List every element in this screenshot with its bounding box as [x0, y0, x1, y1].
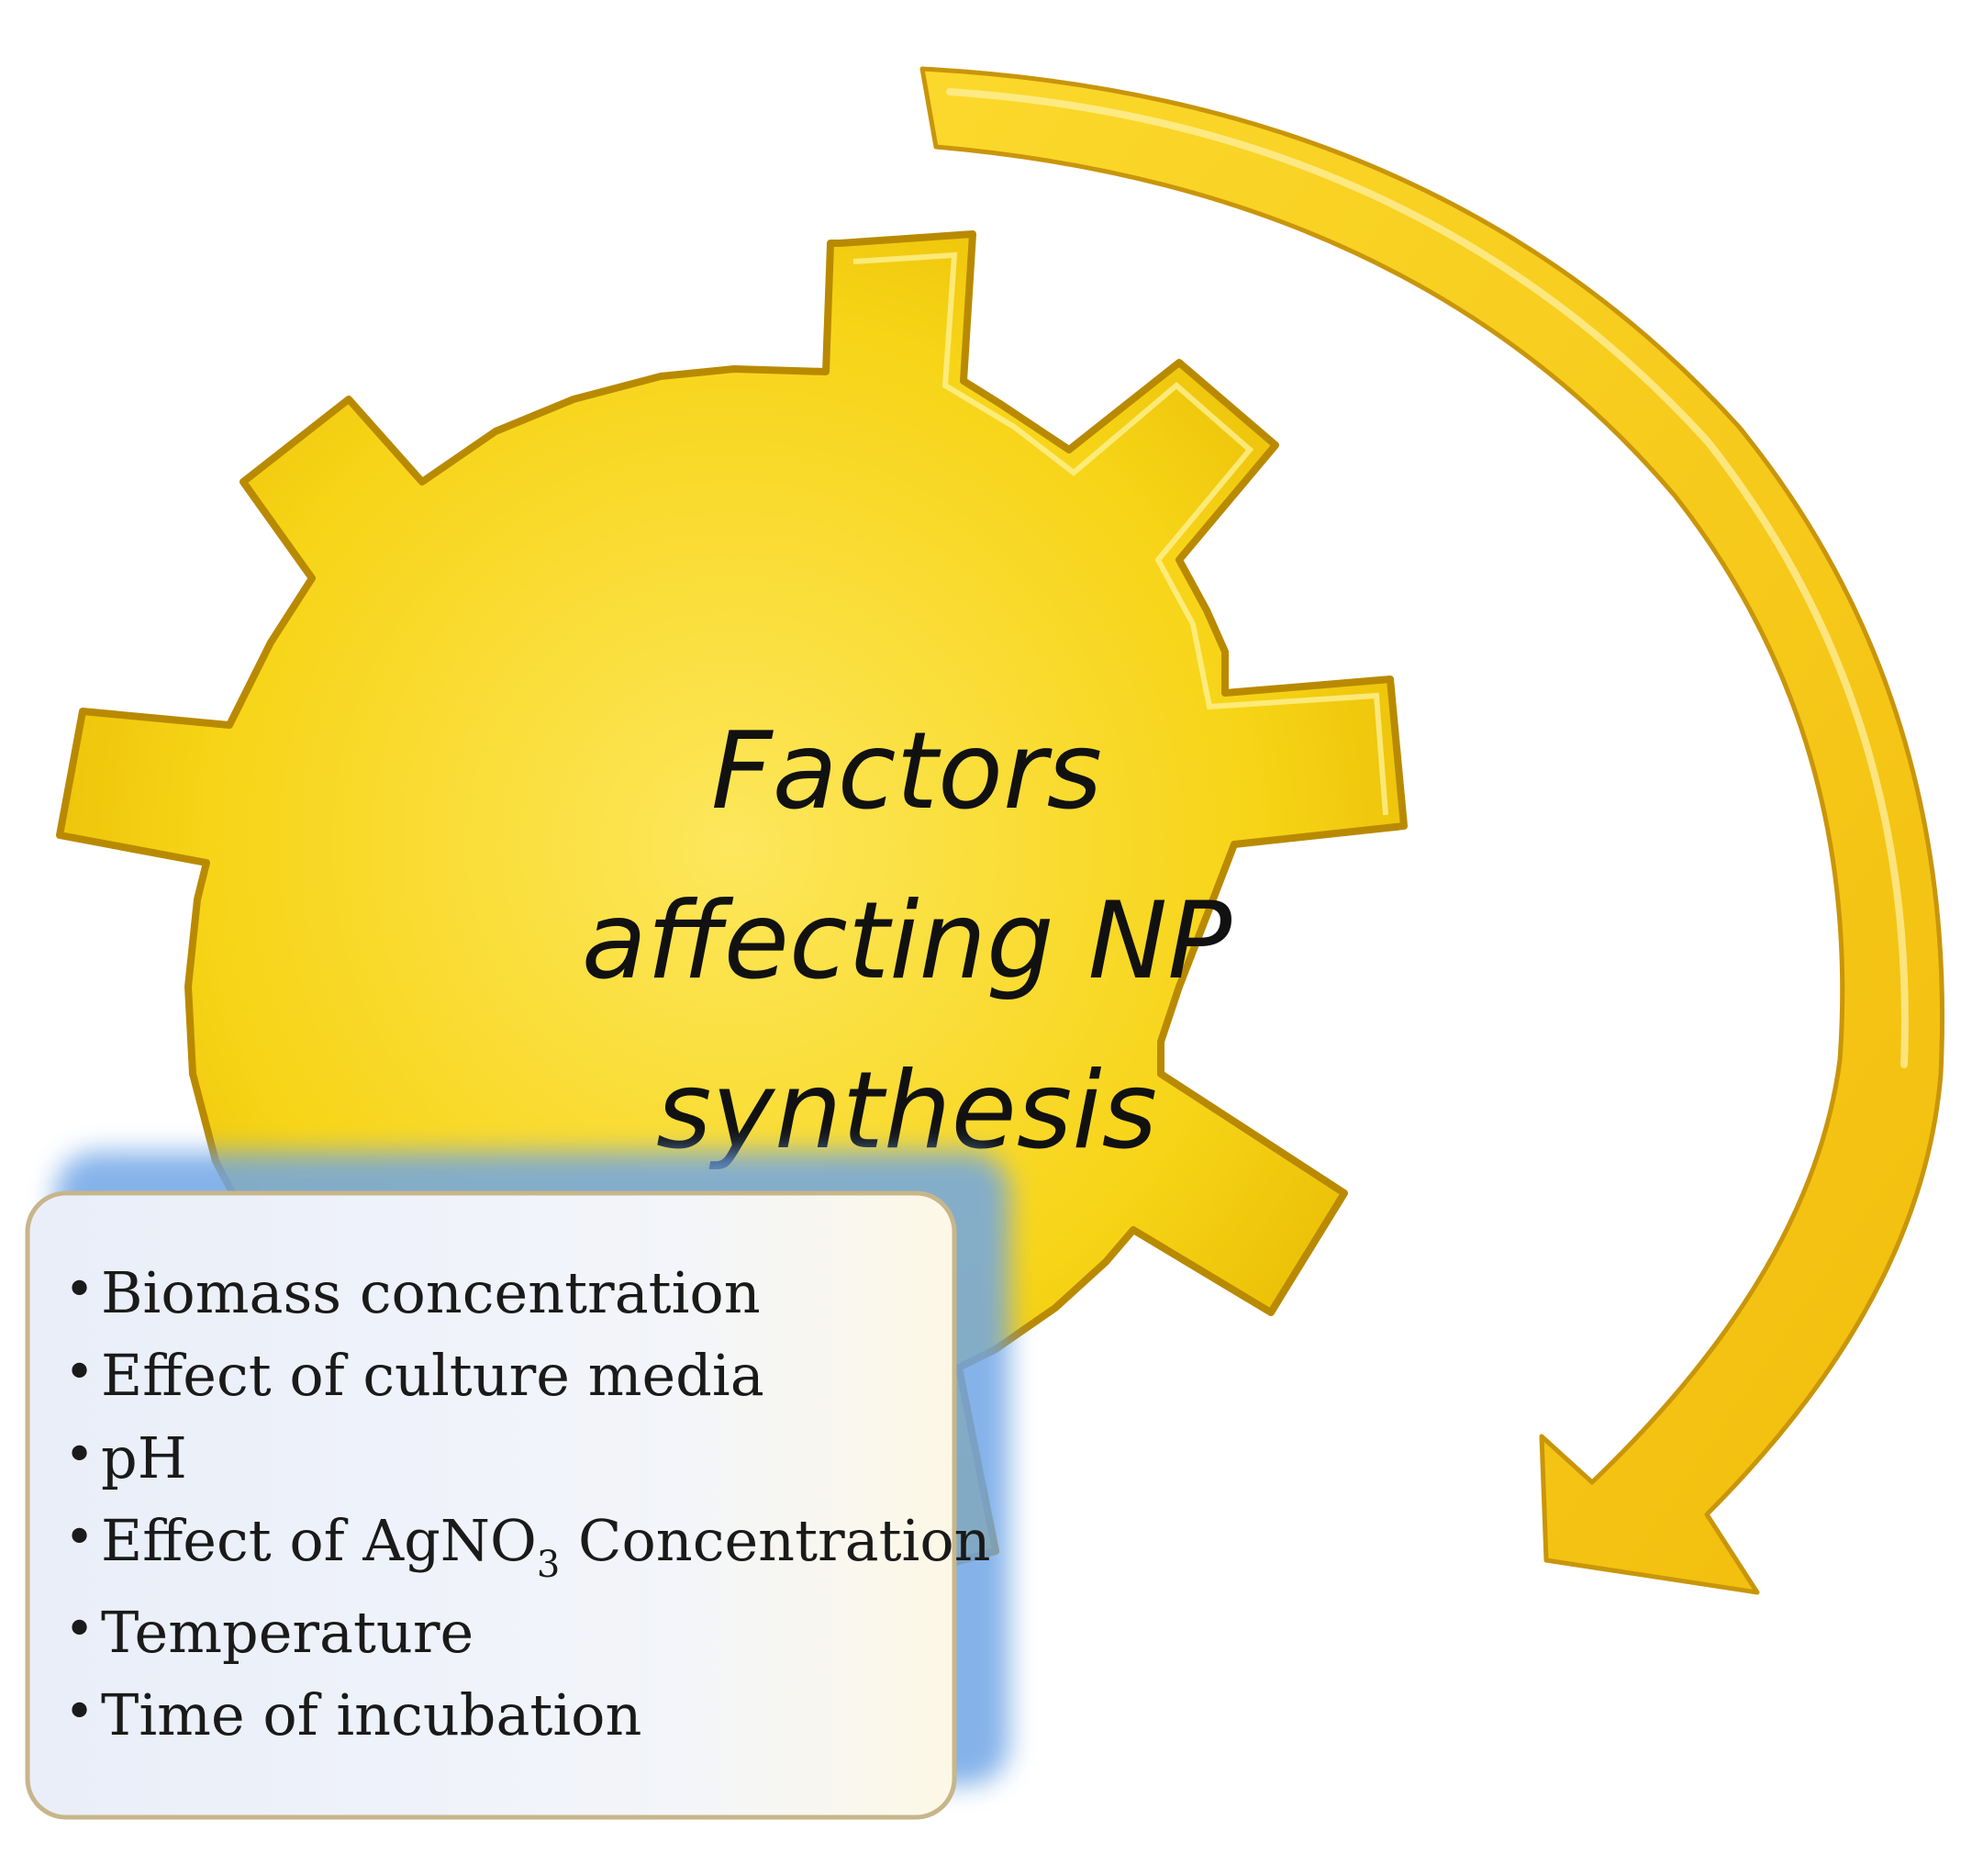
bullet-icon: • — [64, 1260, 95, 1320]
factor-item-2: Effect of culture media — [101, 1342, 764, 1409]
bullet-icon: • — [64, 1508, 95, 1568]
list-item: • Time of incubation — [64, 1681, 641, 1748]
bullet-icon: • — [64, 1425, 95, 1485]
bullet-icon: • — [64, 1600, 95, 1659]
gear-title-line-2: affecting NP — [582, 879, 1231, 1003]
factor-item-5: Temperature — [101, 1599, 474, 1666]
factor-item-4-subscript: 3 — [537, 1544, 560, 1586]
factor-item-3: pH — [101, 1424, 187, 1491]
list-item: • Effect of AgNO3 Concentration — [64, 1507, 991, 1586]
factor-item-4: Effect of AgNO3 Concentration — [101, 1507, 991, 1586]
bullet-icon: • — [64, 1682, 95, 1742]
factor-item-1: Biomass concentration — [101, 1259, 761, 1326]
list-item: • Temperature — [64, 1599, 474, 1666]
factor-list: • Biomass concentration • Effect of cult… — [64, 1259, 991, 1748]
cycle-arrow — [919, 66, 1945, 1595]
list-item: • Effect of culture media — [64, 1342, 764, 1409]
factor-item-6: Time of incubation — [101, 1681, 641, 1748]
factor-item-4-text: Effect of AgNO — [101, 1507, 537, 1574]
factor-item-4-text-end: Concentration — [560, 1507, 990, 1574]
gear-title-line-1: Factors — [711, 709, 1102, 833]
list-item: • pH — [64, 1424, 187, 1491]
factors-box: • Biomass concentration • Effect of cult… — [25, 1152, 1009, 1820]
list-item: • Biomass concentration — [64, 1259, 761, 1326]
bullet-icon: • — [64, 1343, 95, 1402]
